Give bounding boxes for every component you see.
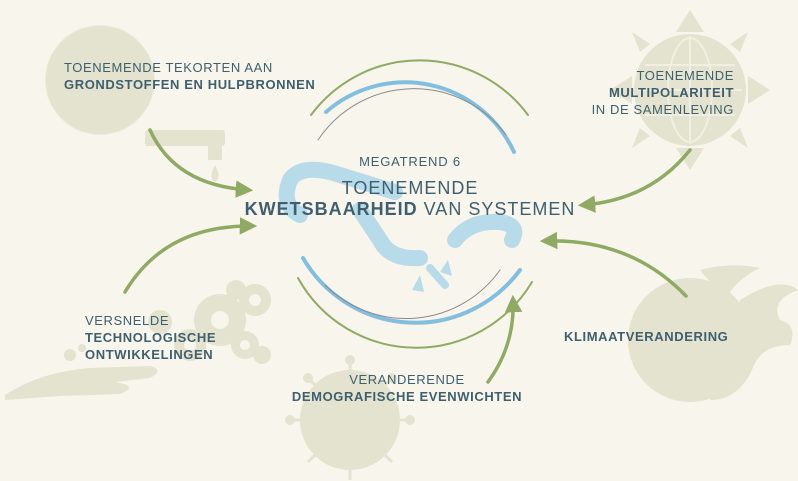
arrow-climate (539, 231, 688, 298)
factor-resources-line2: GRONDSTOFFEN EN HULPBRONNEN (64, 77, 316, 92)
arrow-technology (123, 217, 258, 294)
factor-climate-line1: KLIMAATVERANDERING (564, 329, 729, 344)
arrow-demography (486, 294, 523, 384)
factor-multipolar-line3: IN DE SAMENLEVING (591, 102, 734, 117)
factor-demography-line1: VERANDERENDE (349, 372, 465, 387)
factor-resources: TOENEMENDE TEKORTEN AAN GRONDSTOFFEN EN … (64, 59, 315, 93)
factor-multipolar: TOENEMENDE MULTIPOLARITEIT IN DE SAMENLE… (584, 67, 734, 118)
globe-sun-icon (610, 10, 770, 170)
megatrend-number: MEGATREND 6 (359, 154, 461, 169)
factor-multipolar-line1: TOENEMENDE (636, 68, 734, 83)
factor-climate: KLIMAATVERANDERING (564, 328, 728, 345)
factor-technology-line1: VERSNELDE (85, 313, 170, 328)
megatrend-title-line1: TOENEMENDE (341, 178, 479, 198)
factor-resources-line1: TOENEMENDE TEKORTEN AAN (64, 60, 273, 75)
gears-hand-icon (5, 280, 271, 400)
factor-technology-line3: ONTWIKKELINGEN (85, 347, 214, 362)
center-ring (297, 59, 533, 349)
arrow-multipolar (577, 148, 692, 213)
factor-technology: VERSNELDE TECHNOLOGISCHE ONTWIKKELINGEN (85, 312, 216, 363)
arrows (123, 128, 692, 384)
factor-demography-line2: DEMOGRAFISCHE EVENWICHTEN (291, 389, 523, 404)
factor-multipolar-line2: MULTIPOLARITEIT (608, 85, 734, 100)
broken-chain-icon (278, 161, 523, 289)
megatrend-title-line2: KWETSBAARHEID VAN SYSTEMEN (210, 199, 610, 220)
megatrend-title-rest: VAN SYSTEMEN (417, 199, 576, 219)
megatrend-title: TOENEMENDE KWETSBAARHEID VAN SYSTEMEN (210, 178, 610, 220)
megatrend-title-bold: KWETSBAARHEID (244, 199, 418, 219)
globe-faucet-icon (44, 24, 225, 182)
burning-globe-icon (628, 265, 798, 402)
factor-demography: VERANDERENDE DEMOGRAFISCHE EVENWICHTEN (282, 371, 532, 405)
arrow-resources (148, 128, 254, 198)
factor-technology-line2: TECHNOLOGISCHE (85, 330, 217, 345)
virus-globe-icon (285, 355, 415, 480)
